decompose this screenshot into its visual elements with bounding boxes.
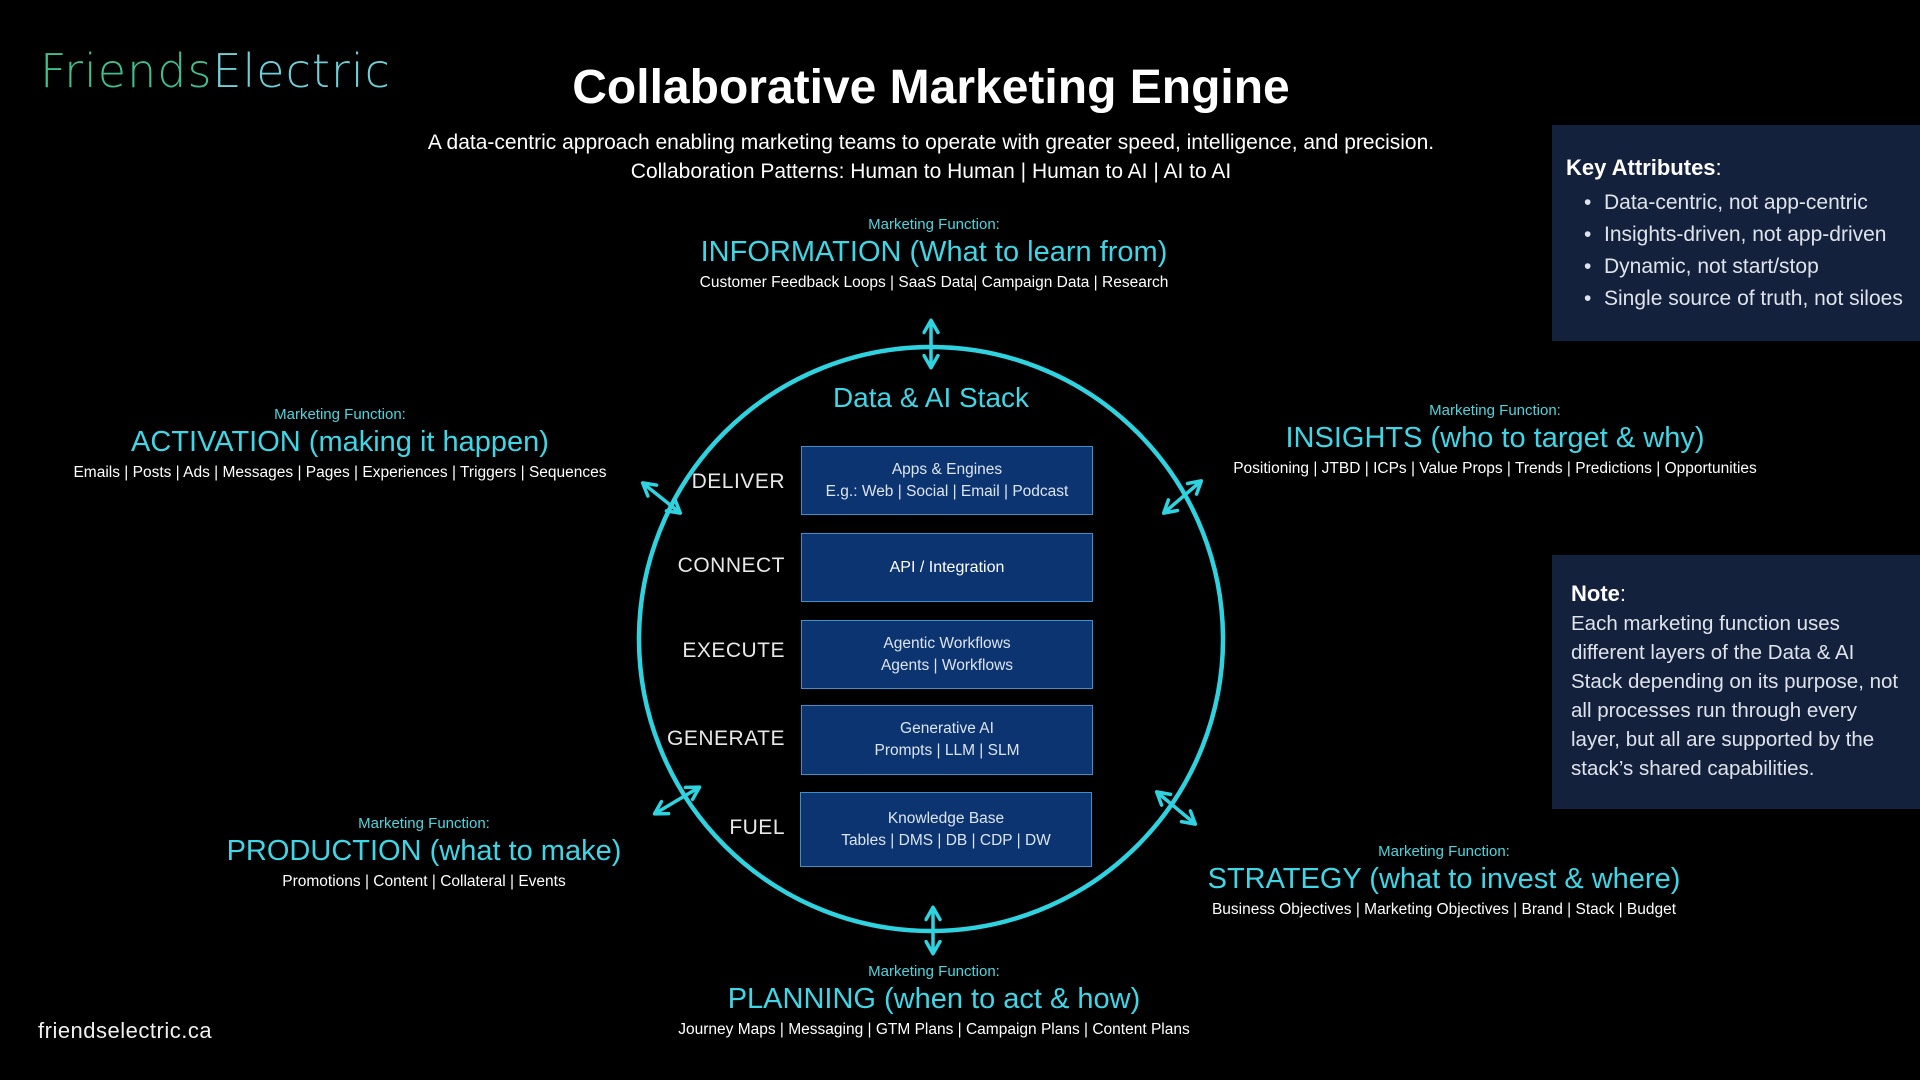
layer-label-generate: GENERATE (667, 727, 785, 750)
function-activation: Marketing Function: ACTIVATION (making i… (40, 406, 640, 483)
layer-detail: Tables | DMS | DB | CDP | DW (841, 831, 1051, 849)
layer-box-fuel: Knowledge Base Tables | DMS | DB | CDP |… (800, 792, 1092, 867)
layer-box-connect: API / Integration (801, 533, 1093, 602)
function-label: Marketing Function: (868, 963, 1000, 980)
key-attribute-item: Data-centric, not app-centric (1584, 187, 1920, 219)
function-items: Customer Feedback Loops | SaaS Data| Cam… (699, 274, 1169, 291)
function-name: INFORMATION (What to learn from) (700, 236, 1168, 268)
function-label: Marketing Function: (1378, 843, 1510, 860)
subtitle-description: A data-centric approach enabling marketi… (427, 131, 1435, 154)
function-strategy: Marketing Function: STRATEGY (what to in… (1144, 843, 1744, 920)
layer-detail: Prompts | LLM | SLM (874, 742, 1020, 759)
note-panel: Note: Each marketing function uses diffe… (1552, 555, 1920, 809)
logo-part-electric: Electric (212, 44, 391, 98)
page-subtitle: A data-centric approach enabling marketi… (0, 128, 1862, 186)
layer-label-execute: EXECUTE (682, 639, 785, 662)
key-attributes-heading: Key Attributes: (1566, 155, 1722, 180)
function-name: INSIGHTS (who to target & why) (1285, 422, 1705, 454)
insights-arrow (1161, 479, 1204, 515)
layer-label-connect: CONNECT (677, 554, 785, 577)
function-planning: Marketing Function: PLANNING (when to ac… (634, 963, 1234, 1040)
key-attribute-item: Insights-driven, not app-driven (1584, 219, 1920, 251)
layer-box-deliver: Apps & Engines E.g.: Web | Social | Emai… (801, 446, 1093, 515)
function-items: Business Objectives | Marketing Objectiv… (1211, 901, 1677, 918)
stack-title: Data & AI Stack (832, 382, 1030, 413)
function-label: Marketing Function: (274, 406, 406, 423)
production-arrow (652, 785, 702, 816)
key-attribute-item: Dynamic, not start/stop (1584, 251, 1920, 283)
page-title: Collaborative Marketing Engine (572, 61, 1290, 114)
layer-title: API / Integration (889, 558, 1005, 576)
layer-box-execute: Agentic Workflows Agents | Workflows (801, 620, 1093, 689)
function-name: STRATEGY (what to invest & where) (1207, 863, 1681, 895)
function-name: PRODUCTION (what to make) (226, 835, 622, 867)
function-insights: Marketing Function: INSIGHTS (who to tar… (1195, 402, 1795, 479)
layer-label-deliver: DELIVER (691, 470, 785, 493)
key-attributes-panel: Key Attributes: Data-centric, not app-ce… (1552, 125, 1920, 341)
note-heading: Note: (1571, 581, 1627, 606)
function-label: Marketing Function: (868, 216, 1000, 233)
layer-box-generate: Generative AI Prompts | LLM | SLM (801, 705, 1093, 775)
layer-title: Apps & Engines (891, 460, 1003, 478)
function-items: Positioning | JTBD | ICPs | Value Props … (1233, 460, 1757, 477)
function-label: Marketing Function: (358, 815, 490, 832)
function-label: Marketing Function: (1429, 402, 1561, 419)
friends-electric-logo: FriendsElectric (40, 44, 391, 98)
key-attributes-list: Data-centric, not app-centric Insights-d… (1566, 187, 1920, 315)
layer-title: Knowledge Base (887, 809, 1005, 827)
function-production: Marketing Function: PRODUCTION (what to … (124, 815, 724, 892)
function-items: Promotions | Content | Collateral | Even… (282, 873, 566, 890)
logo-part-friends: Friends (40, 44, 213, 98)
function-name: ACTIVATION (making it happen) (131, 426, 549, 458)
layer-title: Generative AI (900, 720, 994, 737)
function-items: Emails | Posts | Ads | Messages | Pages … (73, 464, 607, 481)
strategy-arrow (1154, 790, 1198, 826)
layer-detail: E.g.: Web | Social | Email | Podcast (825, 482, 1069, 500)
key-attribute-item: Single source of truth, not siloes (1584, 283, 1920, 315)
function-information: Marketing Function: INFORMATION (What to… (634, 216, 1234, 293)
note-text: Each marketing function uses different l… (1571, 612, 1899, 780)
function-items: Journey Maps | Messaging | GTM Plans | C… (678, 1021, 1190, 1038)
layer-label-fuel: FUEL (729, 816, 785, 839)
layer-detail: Agents | Workflows (880, 656, 1014, 674)
subtitle-collaboration-patterns: Collaboration Patterns: Human to Human |… (630, 160, 1232, 183)
activation-arrow (640, 481, 683, 515)
function-name: PLANNING (when to act & how) (727, 983, 1141, 1015)
layer-title: Agentic Workflows (883, 634, 1011, 652)
website-url: friendselectric.ca (38, 1018, 213, 1043)
